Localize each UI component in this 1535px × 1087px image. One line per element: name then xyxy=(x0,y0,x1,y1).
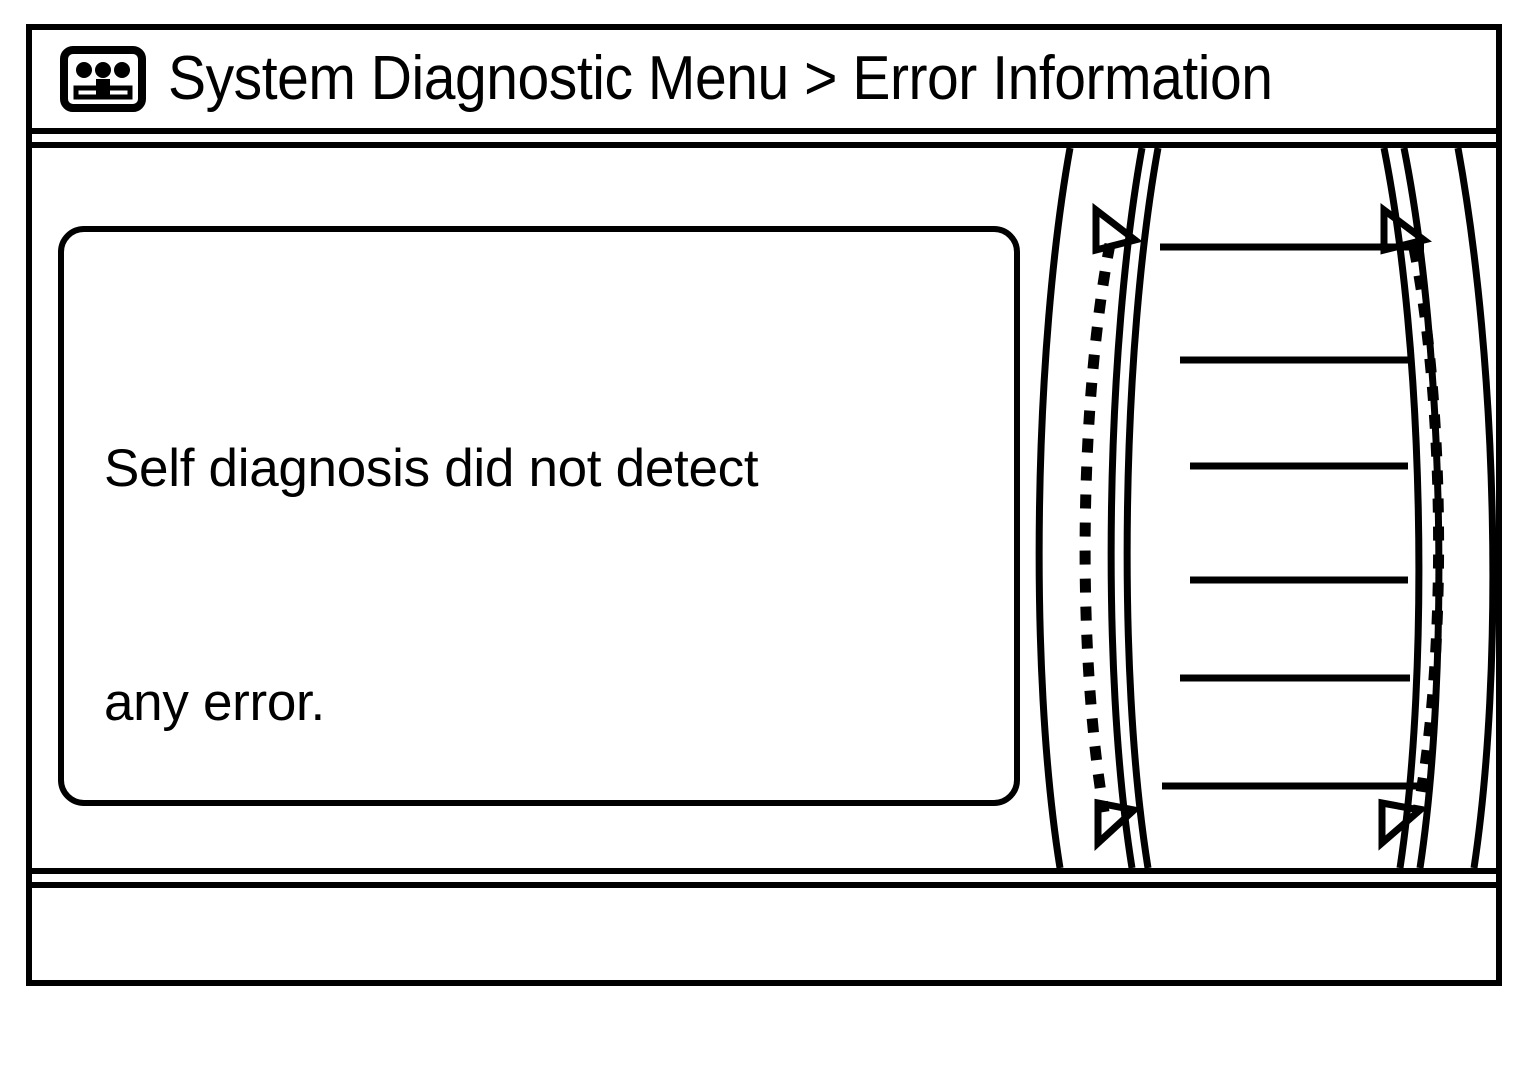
message-line-1: Self diagnosis did not detect xyxy=(104,439,759,498)
message-panel: Self diagnosis did not detect any error.… xyxy=(58,226,1020,806)
left-rail-inner-b xyxy=(1123,148,1162,868)
diagnostic-screen-frame: System Diagnostic Menu > Error Informati… xyxy=(26,24,1502,986)
page-title: System Diagnostic Menu > Error Informati… xyxy=(168,44,1273,113)
content-area: Self diagnosis did not detect any error.… xyxy=(32,148,1496,868)
header-divider xyxy=(32,128,1496,148)
left-rail-outer xyxy=(1035,148,1074,868)
message-text: Self diagnosis did not detect any error.… xyxy=(104,274,1004,868)
message-line-2: any error. xyxy=(104,673,325,732)
right-dotted-track xyxy=(1408,246,1445,811)
header-bar: System Diagnostic Menu > Error Informati… xyxy=(32,30,1496,128)
right-rail-outer xyxy=(1454,148,1496,868)
right-down-arrow-icon xyxy=(1378,798,1428,851)
diagnostic-module-icon xyxy=(60,46,146,112)
left-down-arrow-icon xyxy=(1094,798,1142,851)
footer-divider-line-bottom xyxy=(32,882,1496,888)
right-rail-inner xyxy=(1380,148,1423,868)
footer-divider-line-top xyxy=(32,868,1496,874)
scroll-ladder-indicator[interactable] xyxy=(1012,148,1496,868)
left-up-arrow-icon xyxy=(1092,202,1143,255)
footer-divider xyxy=(32,868,1496,888)
ladder-rungs xyxy=(1160,243,1424,790)
header-divider-line-bottom xyxy=(32,142,1496,148)
footer-bar xyxy=(32,888,1496,980)
header-divider-line-top xyxy=(32,128,1496,134)
left-dotted-track xyxy=(1079,242,1116,813)
